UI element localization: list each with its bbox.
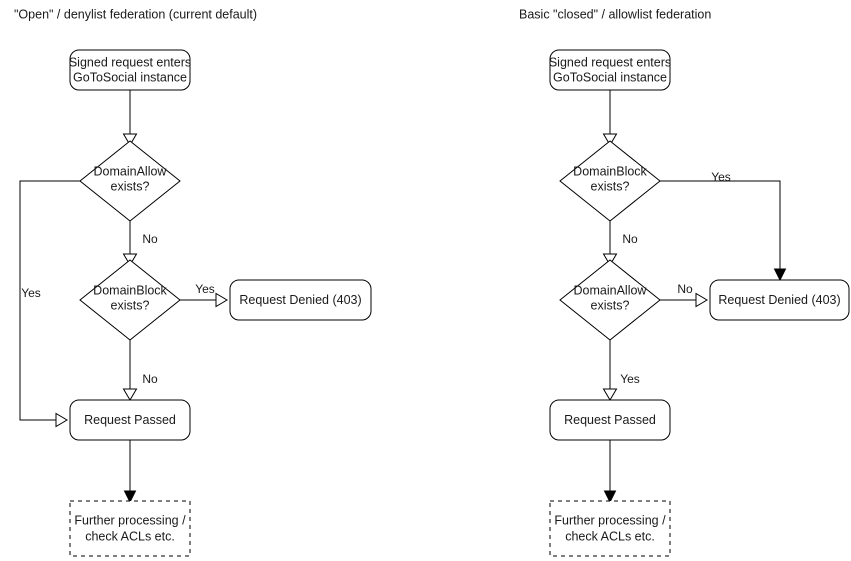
left-node-further-line2: check ACLs etc.	[85, 529, 175, 543]
left-node-request-denied-label: Request Denied (403)	[239, 293, 361, 307]
edge-domain-allow-no-to-domain-block: No	[122, 221, 158, 266]
edge-right-block-no-to-domain-allow: No	[602, 221, 638, 266]
right-node-further-processing[interactable]: Further processing / check ACLs etc.	[549, 500, 671, 557]
right-node-further-line2: check ACLs etc.	[565, 529, 655, 543]
left-node-domain-allow-line2: exists?	[111, 179, 150, 193]
left-flow-group: Yes No Yes No	[19, 49, 372, 557]
edge-passed-to-further	[123, 440, 137, 504]
edge-right-allow-no-to-denied: No	[660, 282, 708, 308]
edge-domain-block-no-to-passed: No	[122, 340, 158, 401]
left-column-title: "Open" / denylist federation (current de…	[14, 7, 257, 21]
right-node-domain-allow-line1: DomainAllow	[574, 283, 648, 297]
edge-right-block-yes-to-denied: Yes	[660, 170, 787, 282]
right-node-entry-line1: Signed request enters	[549, 55, 671, 69]
right-node-request-denied[interactable]: Request Denied (403)	[709, 279, 850, 321]
left-node-request-passed[interactable]: Request Passed	[69, 399, 191, 441]
left-node-domain-allow[interactable]: DomainAllow exists?	[79, 140, 181, 222]
edge-label-right-block-no: No	[622, 232, 638, 246]
right-node-further-line1: Further processing /	[554, 513, 666, 527]
left-node-request-passed-label: Request Passed	[84, 413, 176, 427]
edge-right-entry-to-domain-block	[602, 90, 618, 146]
left-node-further-processing[interactable]: Further processing / check ACLs etc.	[69, 500, 191, 557]
edge-domain-block-yes-to-denied: Yes	[180, 282, 228, 308]
right-node-domain-block-line2: exists?	[591, 179, 630, 193]
right-node-domain-allow[interactable]: DomainAllow exists?	[559, 259, 661, 341]
left-node-domain-block-line2: exists?	[111, 298, 150, 312]
left-node-entry-line1: Signed request enters	[69, 55, 191, 69]
left-node-request-denied[interactable]: Request Denied (403)	[229, 279, 372, 321]
right-node-entry-line2: GoToSocial instance	[553, 70, 667, 84]
right-column-title: Basic "closed" / allowlist federation	[519, 7, 711, 21]
left-node-domain-block-line1: DomainBlock	[93, 283, 167, 297]
edge-label-right-allow-no: No	[677, 282, 693, 296]
edge-domain-allow-yes-to-passed: Yes	[19, 180, 80, 428]
left-node-entry-line2: GoToSocial instance	[73, 70, 187, 84]
edge-label-left-allow-yes: Yes	[21, 286, 41, 300]
edge-right-allow-yes-to-passed: Yes	[602, 340, 640, 401]
edge-entry-to-domain-allow	[122, 90, 138, 146]
right-node-domain-allow-line2: exists?	[591, 298, 630, 312]
right-node-entry[interactable]: Signed request enters GoToSocial instanc…	[549, 49, 671, 91]
left-node-entry[interactable]: Signed request enters GoToSocial instanc…	[69, 49, 191, 91]
edge-label-left-allow-no: No	[142, 232, 158, 246]
edge-right-passed-to-further	[603, 440, 617, 504]
left-node-further-line1: Further processing /	[74, 513, 186, 527]
edge-label-left-block-no: No	[142, 372, 158, 386]
right-node-domain-block[interactable]: DomainBlock exists?	[559, 140, 661, 222]
edge-label-right-block-yes: Yes	[711, 170, 731, 184]
right-node-request-passed[interactable]: Request Passed	[549, 399, 671, 441]
left-node-domain-block[interactable]: DomainBlock exists?	[79, 259, 181, 341]
left-node-domain-allow-line1: DomainAllow	[94, 164, 168, 178]
edge-label-left-block-yes: Yes	[195, 282, 215, 296]
right-node-domain-block-line1: DomainBlock	[573, 164, 647, 178]
right-flow-group: Yes No No Yes	[549, 49, 850, 557]
right-node-request-denied-label: Request Denied (403)	[718, 293, 840, 307]
right-node-request-passed-label: Request Passed	[564, 413, 656, 427]
edge-label-right-allow-yes: Yes	[620, 372, 640, 386]
